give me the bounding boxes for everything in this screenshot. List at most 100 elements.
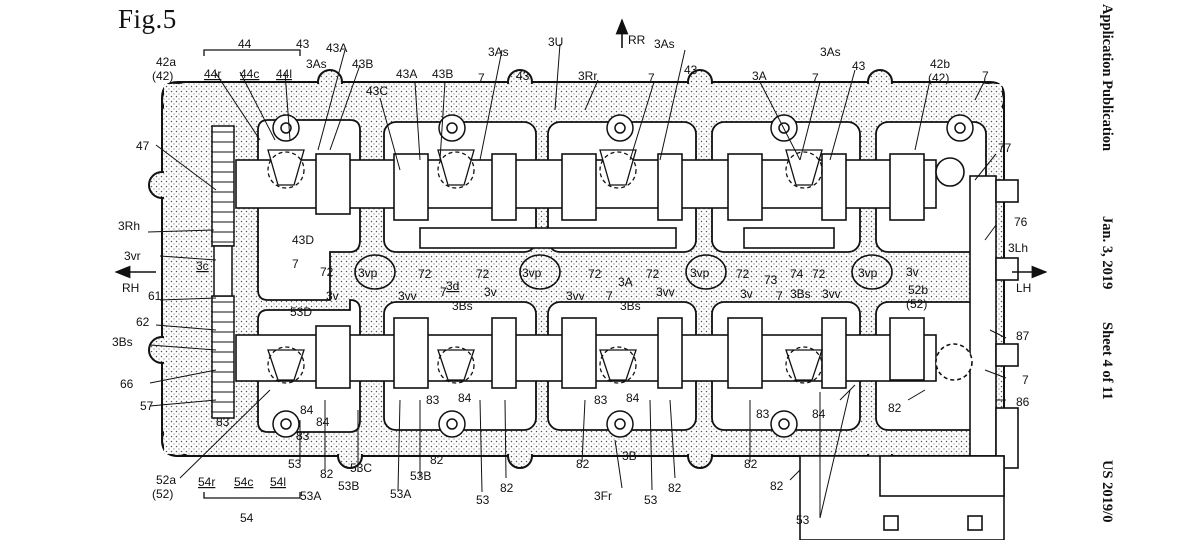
ref-83-e: 83	[296, 429, 310, 443]
ref-3As-b: 3As	[488, 45, 509, 59]
ref-72-e: 72	[646, 267, 660, 281]
ref-54l: 54l	[270, 475, 286, 489]
ref-76: 76	[1014, 215, 1028, 229]
ref-54c: 54c	[234, 475, 253, 489]
ref-72-b: 72	[418, 267, 432, 281]
ref-72-c: 72	[476, 267, 490, 281]
ref-43A-a: 43A	[326, 41, 347, 55]
ref-43B-a: 43B	[352, 57, 373, 71]
ref-43A-b: 43A	[396, 67, 417, 81]
ref-53-c: 53	[644, 493, 658, 507]
ref-72-a: 72	[320, 265, 334, 279]
ref-52-paren-a: (52)	[906, 297, 927, 311]
ref-42a-paren: (42)	[152, 69, 173, 83]
ref-3Bs-c: 3Bs	[790, 287, 811, 301]
ref-84-a: 84	[300, 403, 314, 417]
ref-3vp-c: 3vp	[690, 266, 710, 280]
ref-62: 62	[136, 315, 150, 329]
ref-86: 86	[1016, 395, 1030, 409]
ref-74: 74	[790, 267, 804, 281]
ref-66: 66	[120, 377, 134, 391]
ref-7-g: 7	[606, 289, 613, 303]
ref-83-d: 83	[756, 407, 770, 421]
ref-82-d: 82	[576, 457, 590, 471]
ref-43: 43	[296, 37, 310, 51]
ref-82-g: 82	[744, 457, 758, 471]
cam-sprockets	[211, 125, 235, 419]
spark-plug-bosses	[354, 254, 893, 290]
ref-3v-b: 3v	[326, 289, 339, 303]
ref-82-h: 82	[770, 479, 784, 493]
ref-3Rh: 3Rh	[118, 219, 140, 233]
ref-54: 54	[240, 511, 254, 525]
publication-number: US 2019/0	[1099, 460, 1115, 523]
ref-53-a: 53	[288, 457, 302, 471]
ref-82-e: 82	[500, 481, 514, 495]
valve-rocker-assemblies	[267, 149, 823, 384]
ref-3vv-d: 3vv	[822, 287, 841, 301]
ref-3vv-b: 3vv	[566, 289, 585, 303]
ref-7-c: 7	[812, 71, 819, 85]
ref-44l: 44l	[276, 67, 292, 81]
ref-87: 87	[1016, 329, 1030, 343]
ref-7-i: 7	[1022, 373, 1029, 387]
ref-84-d: 84	[812, 407, 826, 421]
ref-3vv-a: 3vv	[398, 289, 417, 303]
ref-84-b: 84	[458, 391, 472, 405]
figure-label: Fig.5	[118, 4, 177, 34]
ref-3U: 3U	[548, 35, 563, 49]
ref-53B-a: 53B	[410, 469, 431, 483]
ref-73: 73	[764, 273, 778, 287]
ref-3d: 3d	[446, 279, 459, 293]
leader-lines	[147, 43, 1007, 519]
ref-3v-c: 3v	[484, 285, 497, 299]
ref-43C: 43C	[366, 84, 388, 98]
ref-84-c: 84	[626, 391, 640, 405]
ref-43B-b: 43B	[432, 67, 453, 81]
ref-82-c: 82	[430, 453, 444, 467]
ref-3A-a: 3A	[752, 69, 767, 83]
ref-3As-c: 3As	[654, 37, 675, 51]
ref-53-d: 53	[796, 513, 810, 527]
intake-camshaft	[235, 153, 937, 249]
group-brackets	[203, 49, 301, 499]
ref-83-a: 83	[216, 415, 230, 429]
ref-7-a: 7	[478, 71, 485, 85]
cylinder-head-drawing: RR RH LH	[112, 18, 1048, 540]
ref-3c: 3c	[196, 259, 209, 273]
ref-44c: 44c	[240, 67, 259, 81]
publication-type-text: Application Publication	[1099, 4, 1115, 152]
ref-3v-a: 3v	[906, 265, 919, 279]
ref-3As-a: 3As	[306, 57, 327, 71]
ref-53B-b: 53B	[338, 479, 359, 493]
ref-3vp-b: 3vp	[522, 266, 542, 280]
ref-52a: 52a	[156, 473, 176, 487]
ref-54r: 54r	[198, 475, 215, 489]
ref-44r: 44r	[204, 67, 221, 81]
publication-date: Jan. 3, 2019	[1099, 216, 1115, 290]
ref-3B: 3B	[622, 449, 637, 463]
ref-3Rr: 3Rr	[578, 69, 597, 83]
ref-3Bs-d: 3Bs	[112, 335, 133, 349]
ref-3As-d: 3As	[820, 45, 841, 59]
ref-53C: 53C	[350, 461, 372, 475]
ref-7-f: 7	[440, 285, 447, 299]
ref-43-d: 43	[852, 59, 866, 73]
ref-53A-a: 53A	[300, 489, 321, 503]
ref-43-c: 43	[684, 63, 698, 77]
ref-3A-b: 3A	[618, 275, 633, 289]
rh-label: RH	[122, 281, 139, 295]
ref-3vp-a: 3vp	[358, 266, 378, 280]
ref-61: 61	[148, 289, 162, 303]
rear-label: RR	[628, 33, 646, 47]
ref-3vr: 3vr	[124, 249, 141, 263]
ref-82-f: 82	[668, 481, 682, 495]
ref-83-c: 83	[594, 393, 608, 407]
publication-type-header: Application Publication	[1098, 0, 1122, 540]
ref-77: 77	[998, 141, 1012, 155]
ref-42b-paren: (42)	[928, 71, 949, 85]
ref-84-e: 84	[316, 415, 330, 429]
ref-52-paren-b: (52)	[152, 487, 173, 501]
ref-3vp-d: 3vp	[858, 266, 878, 280]
